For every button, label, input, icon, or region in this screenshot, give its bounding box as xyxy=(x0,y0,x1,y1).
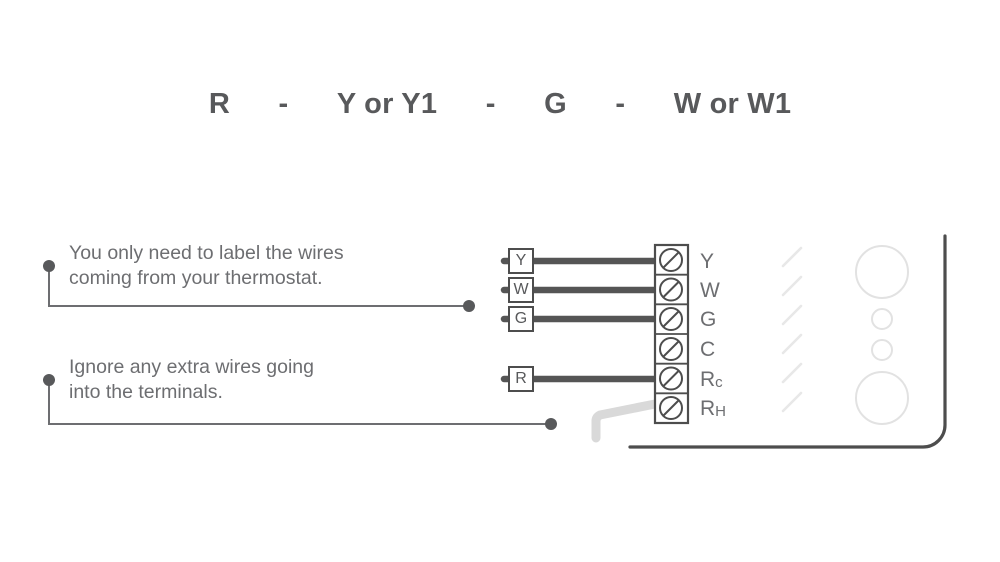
vent-slot-6 xyxy=(781,391,803,413)
wire-label-box-w xyxy=(508,277,534,303)
wire-label-w: W xyxy=(513,281,529,298)
speaker-large-top-icon xyxy=(855,245,909,299)
terminal-label-rc-sub: c xyxy=(715,374,723,391)
terminal-label-rc-main: R xyxy=(700,368,716,391)
terminal-label-y: Y xyxy=(700,251,714,274)
terminal-screw-slot-g xyxy=(662,310,680,328)
terminal-screw-slot-y xyxy=(662,251,680,269)
callout-leader-1-end-dot xyxy=(463,300,475,312)
terminal-label-w-main: W xyxy=(700,279,720,302)
wire-label-r: R xyxy=(515,370,527,387)
terminal-label-g: G xyxy=(700,309,716,332)
vent-slot-3 xyxy=(781,304,803,326)
callout-note-ignore-extra-wires: Ignore any extra wires going into the te… xyxy=(69,356,314,403)
terminal-label-rh: RH xyxy=(700,398,726,421)
wire-label-y: Y xyxy=(515,252,527,269)
terminal-screw-slot-rc xyxy=(662,370,680,387)
title-part-r: R xyxy=(208,88,230,120)
terminal-label-rh-sub: H xyxy=(715,403,727,420)
title-part-y: Y or Y1 xyxy=(336,88,438,120)
terminal-screw-slot-rh xyxy=(662,399,680,417)
wire-label-boxes xyxy=(508,248,534,392)
callout-note-label-wires: You only need to label the wires coming … xyxy=(69,242,344,289)
speaker-large-bottom-icon xyxy=(855,371,909,425)
terminal-block xyxy=(653,243,690,425)
wire-label-box-r xyxy=(508,366,534,392)
wire-label-g: G xyxy=(514,310,528,327)
callout-leader-1 xyxy=(43,260,475,312)
terminal-label-c: C xyxy=(700,339,715,362)
vent-slot-5 xyxy=(781,362,803,384)
terminal-label-c-main: C xyxy=(700,338,716,361)
callout-leader-1-start-dot xyxy=(43,260,55,272)
callout-leader-2-end-dot xyxy=(545,418,557,430)
callout-leader-1-path xyxy=(48,266,469,307)
callout-leader-2 xyxy=(43,374,557,430)
wire-label-box-y xyxy=(508,248,534,274)
device-vent-slots xyxy=(781,246,803,413)
device-panel-circles xyxy=(855,245,909,425)
wire-label-box-g xyxy=(508,306,534,332)
terminal-label-y-main: Y xyxy=(700,250,715,273)
title-part-g: G xyxy=(544,88,567,120)
vent-slot-4 xyxy=(781,333,803,355)
title-separator-3: - xyxy=(615,88,626,120)
sensor-small-upper-icon xyxy=(871,308,893,330)
title-part-w: W or W1 xyxy=(673,88,792,120)
page-title: R - Y or Y1 - G - W or W1 xyxy=(0,88,1000,121)
sensor-small-lower-icon xyxy=(871,339,893,361)
terminal-label-rh-main: R xyxy=(700,397,716,420)
terminal-label-g-main: G xyxy=(700,308,717,331)
terminal-label-rc: Rc xyxy=(700,369,723,392)
terminal-screw-slot-c xyxy=(662,340,680,358)
terminal-label-w: W xyxy=(700,280,720,303)
vent-slot-1 xyxy=(781,246,803,268)
device-body-outline xyxy=(628,234,947,449)
callout-leader-2-start-dot xyxy=(43,374,55,386)
terminal-screw-slot-w xyxy=(662,281,680,298)
callout-leader-2-path xyxy=(48,380,551,425)
title-separator-2: - xyxy=(485,88,496,120)
vent-slot-2 xyxy=(781,275,803,297)
ignored-extra-wire xyxy=(591,399,660,443)
title-separator-1: - xyxy=(278,88,289,120)
